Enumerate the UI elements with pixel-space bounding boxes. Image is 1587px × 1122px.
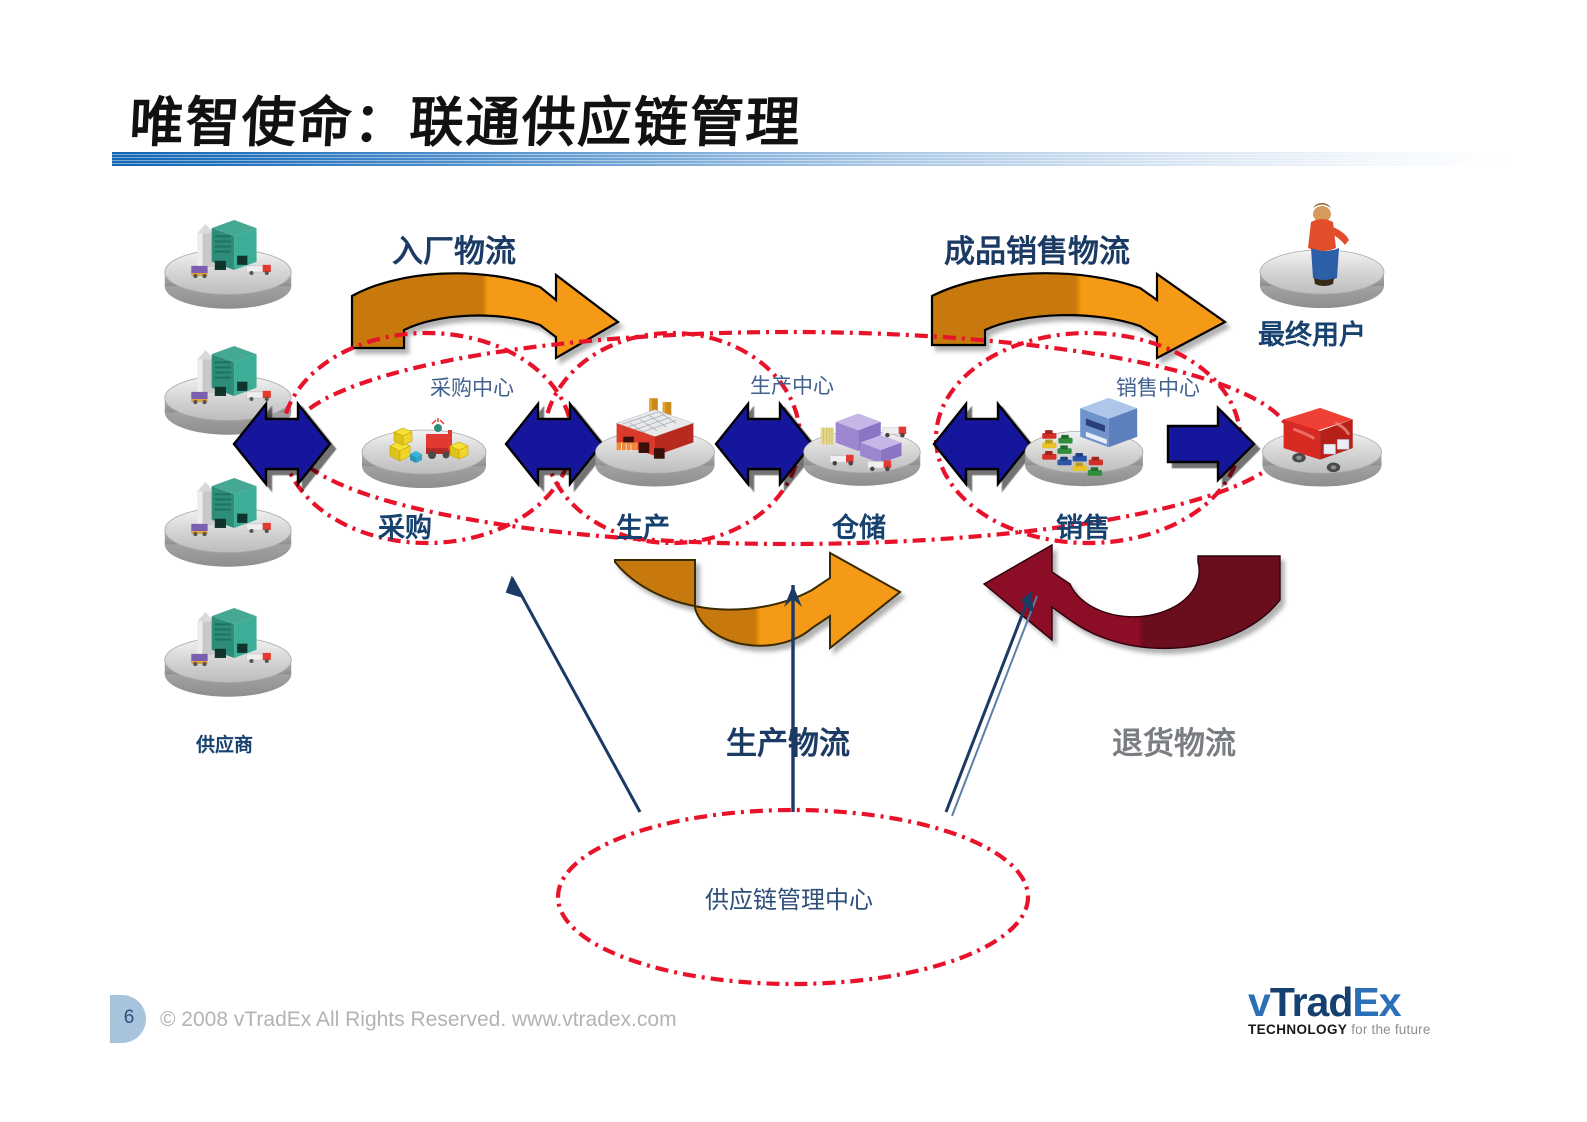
- flow-label-returns: 退货物流: [1112, 726, 1236, 762]
- stage-label-procurement: 采购: [378, 513, 432, 544]
- stage-label-warehouse: 仓储: [832, 513, 886, 544]
- center-label-sales: 销售中心: [1116, 376, 1200, 400]
- supplier-icon-1: [164, 219, 292, 310]
- flow-label-outbound: 成品销售物流: [944, 234, 1130, 270]
- arrow-sales-delivery: [1166, 405, 1256, 483]
- end-user-icon: [1259, 203, 1385, 309]
- stage-label-production: 生产: [616, 513, 670, 544]
- scm-center-label: 供应链管理中心: [705, 886, 873, 914]
- endpoint-label-suppliers: 供应商: [196, 734, 254, 756]
- arrow-warehouse-sales: [932, 400, 1032, 488]
- scm-link-sales: [951, 595, 1038, 817]
- ellipse-scm-center: [555, 807, 1031, 987]
- copyright-text: © 2008 vTradEx All Rights Reserved. www.…: [160, 1008, 677, 1031]
- procurement-center-icon: [361, 417, 487, 489]
- chain-arrows: [232, 400, 1256, 488]
- logo-v: v: [1248, 979, 1271, 1025]
- logo-tagline-light: for the future: [1347, 1022, 1431, 1037]
- delivery-truck-icon: [1262, 406, 1382, 487]
- title-divider: [112, 152, 1512, 166]
- arrow-production-warehouse: [714, 400, 814, 488]
- returns-arch-arrow: [982, 543, 1281, 650]
- logo-wordmark: vTradEx: [1248, 979, 1438, 1025]
- logo-trad: Trad: [1269, 979, 1354, 1025]
- vtradex-logo: vTradEx TECHNOLOGY for the future: [1248, 982, 1438, 1044]
- flow-label-production: 生产物流: [726, 726, 850, 762]
- center-label-procurement: 采购中心: [430, 376, 514, 400]
- logo-tagline-bold: TECHNOLOGY: [1248, 1022, 1348, 1037]
- production-center-icon: [595, 397, 715, 487]
- supplier-icon-4: [164, 607, 292, 698]
- page-number: 6: [123, 1007, 135, 1028]
- stage-label-sales: 销售: [1056, 513, 1110, 544]
- warehouse-center-icon: [803, 412, 921, 487]
- supplier-icon-3: [164, 477, 292, 568]
- arrow-supplier-procurement: [232, 400, 332, 488]
- flow-label-inbound: 入厂物流: [392, 234, 516, 270]
- outbound-arch-arrow: [930, 271, 1228, 360]
- sales-center-icon: [1024, 397, 1144, 487]
- arrow-procurement-production: [504, 400, 604, 488]
- endpoint-label-end-user: 最终用户: [1258, 320, 1366, 351]
- production-arch-arrow: [614, 551, 902, 651]
- center-label-production: 生产中心: [750, 374, 834, 398]
- scm-link-procurement: [510, 577, 642, 813]
- logo-ex: Ex: [1352, 979, 1401, 1025]
- logo-tagline: TECHNOLOGY for the future: [1248, 1023, 1438, 1037]
- inbound-arch-arrow: [350, 272, 620, 360]
- scm-connectors: [505, 575, 1038, 817]
